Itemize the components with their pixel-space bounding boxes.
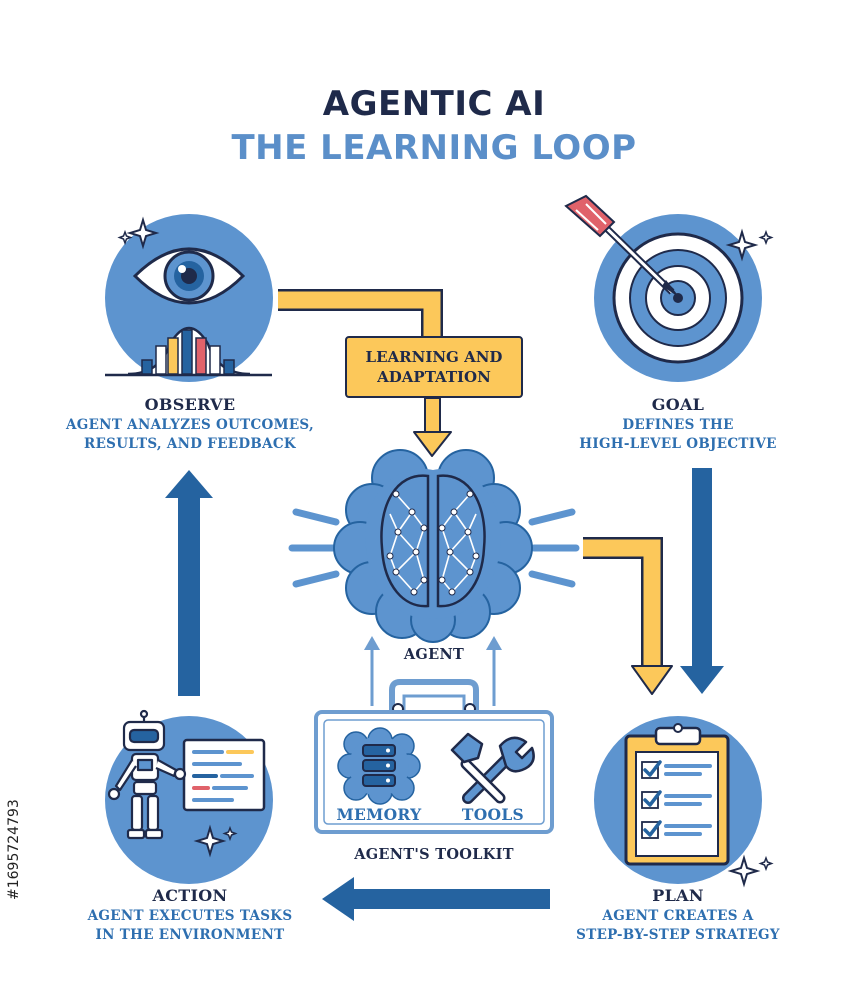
wrench-hammer-icon [450,732,535,804]
stock-id-text: #1695724793 [6,799,22,900]
observe-desc-line-1: AGENT ANALYZES OUTCOMES, [65,417,314,433]
observe-icon [105,214,273,382]
goal-desc-line-1: DEFINES THE [622,417,734,433]
learning-box-line-1: LEARNING AND [365,348,503,366]
agent-label: AGENT [403,646,465,663]
plan-node: PLAN AGENT CREATES A STEP-BY-STEP STRATE… [528,886,828,945]
plan-to-action-arrow [322,877,550,921]
learning-adaptation-box: LEARNING AND ADAPTATION [345,336,523,398]
stock-id: #1695724793 [4,750,26,910]
learning-to-agent-arrow [413,397,452,457]
plan-desc-line-1: AGENT CREATES A [602,908,754,924]
plan-desc-line-2: STEP-BY-STEP STRATEGY [576,927,780,943]
brain-icon [288,449,580,643]
action-title: ACTION [152,886,228,905]
goal-node: GOAL DEFINES THE HIGH-LEVEL OBJECTIVE [528,395,828,454]
plan-title: PLAN [652,886,704,905]
title-line-1: AGENTIC AI [322,84,546,124]
action-node: ACTION AGENT EXECUTES TASKS IN THE ENVIR… [40,886,340,945]
clipboard-checklist-icon [594,716,774,888]
memory-label: MEMORY [336,805,422,824]
goal-title: GOAL [651,395,705,414]
database-icon [337,727,421,805]
action-to-observe-arrow [165,470,213,696]
robot-icon [105,709,273,884]
learning-box-line-2: ADAPTATION [377,368,491,386]
toolkit-label: AGENT'S TOOLKIT [354,846,514,863]
action-desc-line-2: IN THE ENVIRONMENT [95,927,285,943]
goal-to-plan-arrow [680,468,724,694]
observe-node: OBSERVE AGENT ANALYZES OUTCOMES, RESULTS… [40,395,340,454]
title-line-2: THE LEARNING LOOP [231,128,637,168]
goal-icon [564,194,774,382]
toolkit-to-agent-arrows [364,636,502,706]
tools-label: TOOLS [461,805,525,824]
goal-desc-line-2: HIGH-LEVEL OBJECTIVE [579,436,777,452]
observe-to-learning-arrow [278,289,443,336]
observe-title: OBSERVE [144,395,236,414]
action-desc-line-1: AGENT EXECUTES TASKS [87,908,293,924]
agent-to-plan-arrow [583,537,673,695]
observe-desc-line-2: RESULTS, AND FEEDBACK [84,436,296,452]
